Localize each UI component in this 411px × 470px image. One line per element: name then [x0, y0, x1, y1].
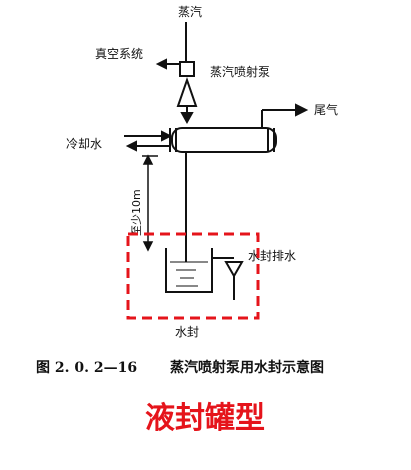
drain-line: [212, 257, 244, 300]
vacuum-system-line: [155, 58, 180, 70]
highlight-box: [126, 232, 260, 320]
cooling-water-label: 冷却水: [66, 137, 102, 151]
condenser: [169, 127, 277, 153]
cooling-water-line: [124, 130, 173, 152]
height-dimension: [142, 154, 158, 252]
highlight-title: 液封罐型: [145, 401, 265, 436]
seal-drain-label: 水封排水: [248, 249, 296, 263]
steam-label: 蒸汽: [178, 4, 202, 19]
min-height-label: 至少10m: [130, 189, 143, 236]
water-seal-label: 水封: [175, 325, 199, 339]
seal-tank: [165, 248, 213, 293]
steam-jet-pump-label: 蒸汽喷射泵: [210, 64, 270, 79]
tail-gas-label: 尾气: [314, 102, 338, 117]
vacuum-system-label: 真空系统: [95, 47, 143, 61]
tail-gas-line: [261, 103, 309, 128]
steam-jet-pump: [176, 61, 198, 125]
figure-title: 蒸汽喷射泵用水封示意图: [170, 359, 324, 376]
figure-number: 图 2. 0. 2—16: [36, 360, 137, 376]
